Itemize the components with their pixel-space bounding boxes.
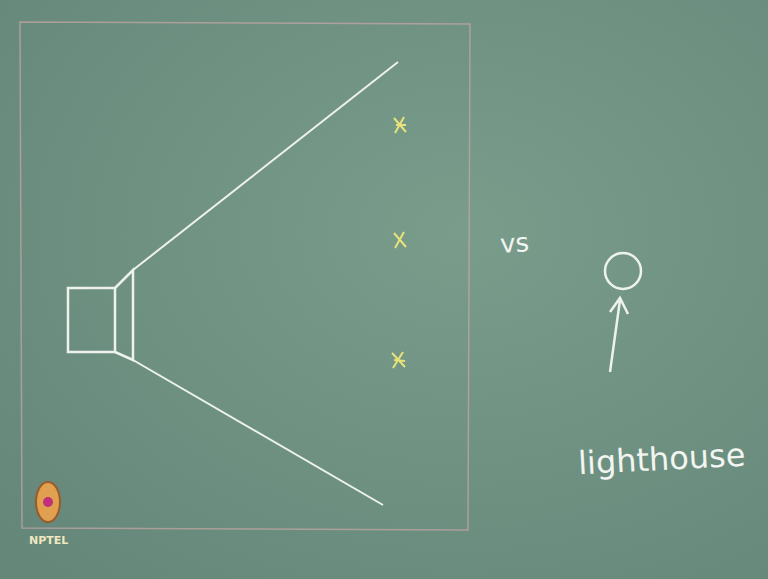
projector-body [68, 288, 115, 352]
lighthouse-circle [605, 253, 641, 289]
nptel-logo [36, 482, 60, 522]
beam-edge [133, 360, 383, 505]
board-frame [20, 22, 470, 530]
pointer-arrow [610, 298, 628, 372]
comparison-word: vs [499, 227, 530, 259]
projector-lens [115, 270, 133, 360]
cross-marks [392, 117, 406, 368]
beam-edge [133, 62, 398, 270]
logo-text: NPTEL [29, 534, 68, 547]
